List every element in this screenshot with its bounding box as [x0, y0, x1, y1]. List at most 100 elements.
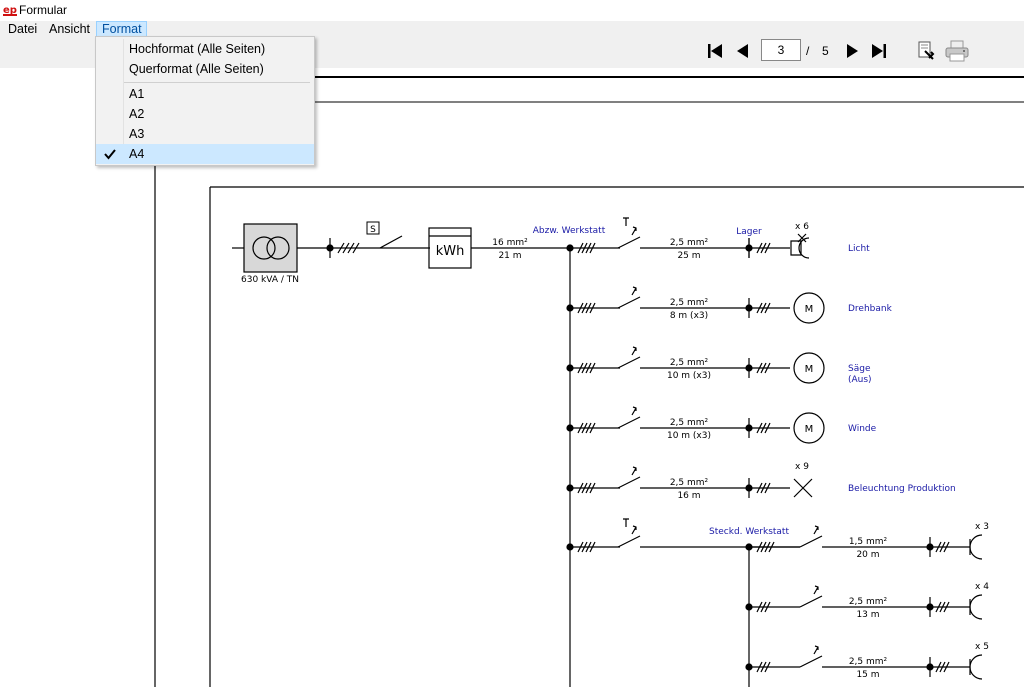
main-cable-cross: 16 mm²: [492, 238, 528, 248]
cable-ticks: [577, 242, 596, 254]
switch-contact: [617, 296, 641, 309]
previous-page-icon[interactable]: [734, 42, 752, 60]
branch-name: Winde: [848, 424, 877, 434]
switch-contact: [617, 416, 641, 429]
socket-count: x 3: [975, 522, 989, 532]
branch-name: Drehbank: [848, 304, 893, 314]
socket-cross-section: 2,5 mm²: [849, 597, 888, 607]
menu-item-a4[interactable]: A4: [96, 144, 314, 164]
page-number-input[interactable]: [761, 39, 801, 61]
switch-contact: [617, 476, 641, 489]
menu-item-a1[interactable]: A1: [129, 87, 145, 101]
menu-gutter: [123, 39, 124, 163]
switch-arrow: [631, 466, 637, 476]
socket-count: x 5: [975, 642, 989, 652]
branch-length: 8 m (x3): [670, 311, 708, 321]
branch-cross-section: 2,5 mm²: [670, 238, 709, 248]
switch-box: [366, 221, 380, 235]
switch-arrow: [813, 585, 819, 595]
branch-length: 16 m: [677, 491, 700, 501]
lamp-cross: [797, 233, 807, 243]
branch-count: x 6: [795, 222, 809, 232]
switch-contact: [617, 236, 641, 249]
branch-cross-section: 2,5 mm²: [670, 298, 709, 308]
switch-contact: [617, 356, 641, 369]
cable-ticks: [577, 422, 596, 434]
socket-arc: [798, 237, 810, 259]
window-title: Formular: [19, 3, 68, 17]
circuit-diagram: [232, 217, 983, 687]
page-separator: /: [806, 44, 810, 58]
cable-ticks: [935, 661, 950, 673]
switch-arrow: [631, 346, 637, 356]
switch-contact: [799, 535, 823, 548]
socket-arc: [969, 594, 983, 620]
cable-ticks: [577, 482, 596, 494]
cable-ticks: [756, 422, 771, 434]
menu-datei[interactable]: Datei: [8, 22, 38, 36]
menu-bar: Datei Ansicht Format: [0, 21, 1024, 38]
svg-text:ep: ep: [3, 5, 17, 16]
switch-arrow: [631, 406, 637, 416]
branch-cross-section: 2,5 mm²: [670, 358, 709, 368]
checkmark-icon: [104, 149, 116, 160]
label-steckd-werkstatt: Steckd. Werkstatt: [709, 527, 789, 537]
motor-label: M: [805, 424, 814, 435]
branch-length: 10 m (x3): [667, 431, 711, 441]
last-page-icon[interactable]: [870, 42, 888, 60]
motor-symbol: [793, 292, 825, 324]
motor-symbol: [793, 412, 825, 444]
menu-item-a3[interactable]: A3: [129, 127, 145, 141]
cable-ticks: [577, 362, 596, 374]
switch-box-label: S: [370, 225, 376, 235]
total-pages: 5: [822, 44, 829, 58]
branch-length: 25 m: [677, 251, 700, 261]
branch-name: Licht: [848, 244, 870, 254]
socket-length: 15 m: [856, 670, 879, 680]
menu-item-hochformat[interactable]: Hochformat (Alle Seiten): [129, 42, 266, 56]
branch-cross-section: 2,5 mm²: [670, 478, 709, 488]
socket-arc: [969, 654, 983, 680]
lamp-symbol: [793, 478, 813, 498]
menu-format[interactable]: Format: [96, 21, 147, 38]
menu-ansicht[interactable]: Ansicht: [49, 22, 90, 36]
socket-length: 20 m: [856, 550, 879, 560]
branch-name-2: (Aus): [848, 375, 872, 385]
switch-contact: [799, 595, 823, 608]
label-abzw-werkstatt: Abzw. Werkstatt: [533, 226, 606, 236]
switch-arrow: [813, 645, 819, 655]
cable-ticks: [577, 541, 596, 553]
cable-ticks: [935, 541, 950, 553]
transformer-label: 630 kVA / TN: [241, 275, 299, 285]
cable-ticks: [756, 482, 771, 494]
branch-name: Beleuchtung Produktion: [848, 484, 956, 494]
menu-item-a2[interactable]: A2: [129, 107, 145, 121]
socket-symbol: [790, 240, 802, 256]
cable-ticks: [935, 601, 950, 613]
branch-name: Säge: [848, 364, 871, 374]
cable-ticks: [756, 362, 771, 374]
meter-label: kWh: [436, 244, 465, 259]
menu-item-querformat[interactable]: Querformat (Alle Seiten): [129, 62, 264, 76]
switch-arrow: [631, 226, 637, 236]
format-dropdown-menu: Hochformat (Alle Seiten) Querformat (All…: [95, 36, 315, 166]
next-page-icon[interactable]: [843, 42, 861, 60]
switch-arrow: [813, 525, 819, 535]
print-icon[interactable]: [945, 40, 969, 62]
menu-separator: [124, 82, 310, 83]
switch-contact: [617, 535, 641, 548]
branch-length: 10 m (x3): [667, 371, 711, 381]
cable-ticks: [756, 242, 771, 254]
motor-label: M: [805, 304, 814, 315]
first-page-icon[interactable]: [706, 42, 724, 60]
branch-count: x 9: [795, 462, 809, 472]
socket-arc: [969, 534, 983, 560]
label-lager: Lager: [736, 227, 762, 237]
switch-arrow: [631, 525, 637, 535]
app-logo-icon: ep: [3, 3, 17, 17]
branch-cross-section: 2,5 mm²: [670, 418, 709, 428]
page-setup-icon[interactable]: [916, 41, 936, 61]
title-bar: ep Formular: [0, 0, 1024, 21]
